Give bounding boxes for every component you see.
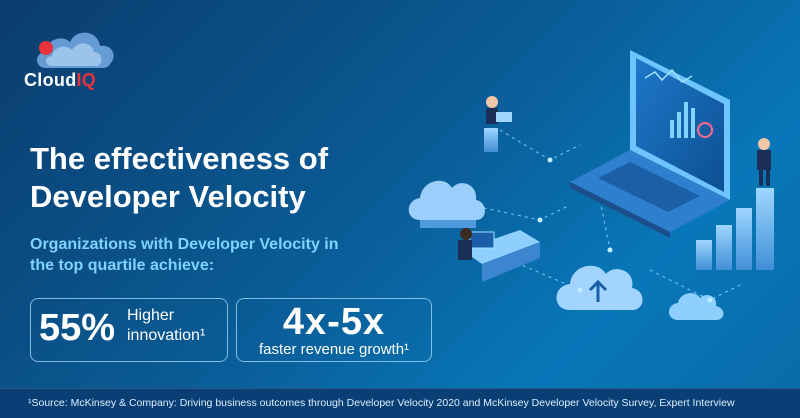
footer-bar: ¹Source: McKinsey & Company: Driving bus…: [0, 388, 800, 418]
stat-label-line-2: innovation¹: [127, 327, 206, 344]
subtitle-line-2: the top quartile achieve:: [30, 257, 215, 274]
node-dots: [537, 157, 713, 303]
stat-label: Higher innovation¹: [127, 306, 227, 346]
stat-label-line-1: Higher: [127, 307, 175, 324]
stat-card-innovation: 55% Higher innovation¹: [30, 298, 228, 362]
person-icon: [484, 96, 512, 152]
brand-name: CloudIQ: [24, 70, 96, 91]
cloud-icon: [408, 180, 485, 228]
person-icon: [757, 138, 771, 186]
stat-label: faster revenue growth¹: [258, 341, 410, 358]
cloud-icon: [669, 293, 724, 320]
brand-name-part1: Cloud: [24, 70, 77, 90]
laptop-icon: [570, 50, 730, 238]
stat-card-revenue: 4x-5x faster revenue growth¹: [236, 298, 432, 362]
cloud-upload-icon: [556, 265, 643, 310]
page-subtitle: Organizations with Developer Velocity in…: [30, 234, 370, 276]
stat-value: 55%: [39, 307, 116, 349]
page-title: The effectiveness of Developer Velocity: [30, 140, 390, 216]
stat-value: 4x-5x: [282, 301, 386, 343]
developer-velocity-illustration: [408, 50, 774, 320]
subtitle-line-1: Organizations with Developer Velocity in: [30, 236, 339, 253]
cloud-logo-icon: [37, 32, 114, 68]
bar-chart-icon: [696, 188, 774, 270]
title-line-2: Developer Velocity: [30, 179, 306, 214]
title-line-1: The effectiveness of: [30, 141, 329, 176]
desk-worker-icon: [458, 228, 540, 282]
brand-name-part2: IQ: [76, 70, 97, 90]
source-footnote: ¹Source: McKinsey & Company: Driving bus…: [28, 397, 735, 409]
